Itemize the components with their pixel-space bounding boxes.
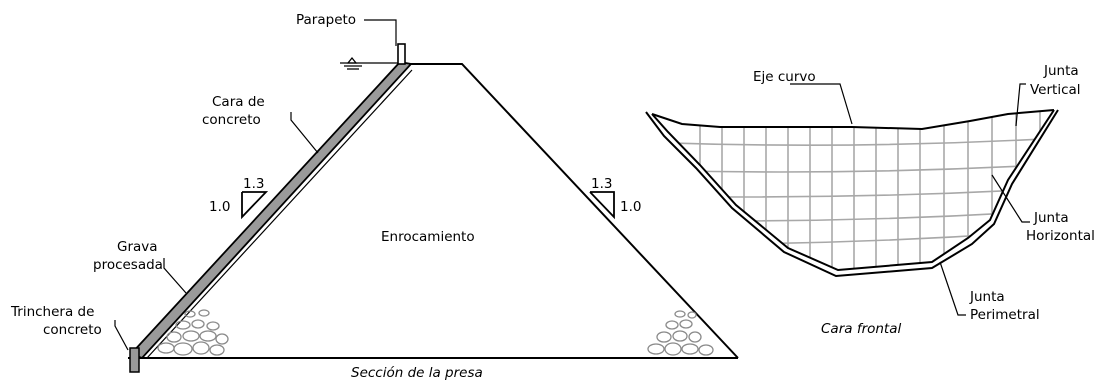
dam-section: 1.3 1.0 1.3 1.0 Parapeto Cara de concret… [10,12,739,381]
perimeter-joint-inner [651,109,1055,272]
downstream-slope-vertical: 1.0 [620,199,641,215]
curved-axis-label: Eje curvo [753,69,816,85]
concrete-face-slab [129,61,413,360]
front-face-caption: Cara frontal [821,321,901,337]
horizontal-joint-label-line1: Junta [1033,210,1069,226]
parapet-wall [397,43,406,65]
rockfill-texture-downstream [647,310,714,356]
perimeter-joint-label-line1: Junta [969,289,1005,305]
downstream-slope-horizontal: 1.3 [591,176,612,192]
concrete-face-label-line1: Cara de [212,94,265,110]
front-face-leaders [790,83,1030,316]
parapet-label: Parapeto [296,12,356,28]
upstream-slope-horizontal: 1.3 [243,176,264,192]
concrete-trench-label-line1: Trinchera de [10,304,94,320]
section-caption: Sección de la presa [351,365,483,381]
upstream-slope-vertical: 1.0 [209,199,230,215]
vertical-joint-label-line1: Junta [1043,63,1079,79]
rockfill-texture-upstream [157,309,229,356]
concrete-trench-label-line2: concreto [43,322,102,338]
rockfill-label: Enrocamiento [381,229,475,245]
vertical-joint-label-line2: Vertical [1030,82,1081,98]
processed-gravel-layer [146,69,413,359]
concrete-trench [129,347,140,373]
water-level-icon [340,56,398,70]
section-leaders [114,19,397,351]
downstream-slope-triangle: 1.3 1.0 [589,176,641,220]
joint-grid [652,110,1054,270]
horizontal-joint-label-line2: Horizontal [1026,228,1095,244]
curved-axis-line [651,109,1055,131]
front-face: Eje curvo Junta Vertical Junta Horizonta… [645,63,1095,337]
perimeter-joint-outer [645,109,1059,278]
processed-gravel-label-line2: procesada [93,257,163,273]
upstream-slope-triangle: 1.3 1.0 [209,176,269,220]
perimeter-joint-label-line2: Perimetral [970,307,1040,323]
concrete-face-label-line2: concreto [202,112,261,128]
processed-gravel-label-line1: Grava [117,239,158,255]
